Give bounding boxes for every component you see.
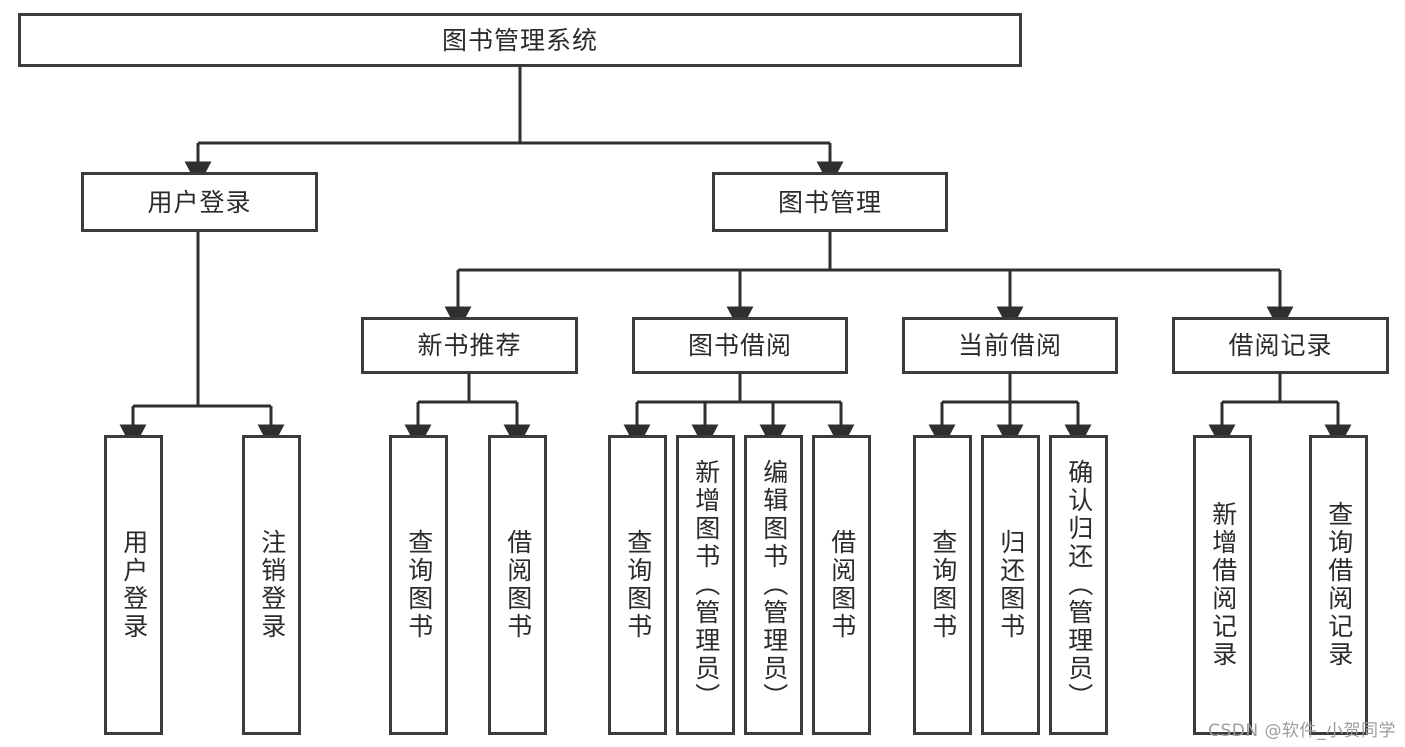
csdn-watermark: CSDN @软件_小贺同学 — [1208, 721, 1396, 741]
leaf-query-book-1-label: 查询图书 — [404, 529, 434, 641]
node-new-book-rec-label: 新书推荐 — [417, 331, 522, 360]
leaf-edit-book-label: 编辑图书（管理员） — [759, 459, 789, 711]
node-current-borrow[interactable]: 当前借阅 — [902, 317, 1118, 374]
leaf-add-record-label: 新增借阅记录 — [1208, 501, 1238, 669]
node-book-borrow-label: 图书借阅 — [687, 331, 792, 360]
leaf-confirm-return-label: 确认归还（管理员） — [1064, 459, 1094, 711]
node-book-manage-label: 图书管理 — [777, 187, 882, 217]
node-book-manage[interactable]: 图书管理 — [712, 172, 948, 232]
leaf-query-book-2-label: 查询图书 — [623, 529, 653, 641]
leaf-query-book-3-label: 查询图书 — [928, 529, 958, 641]
leaf-query-record-label: 查询借阅记录 — [1324, 501, 1354, 669]
leaf-return-book-label: 归还图书 — [996, 529, 1026, 641]
node-root[interactable]: 图书管理系统 — [18, 13, 1022, 67]
node-borrow-record[interactable]: 借阅记录 — [1172, 317, 1389, 374]
leaf-borrow-book-2[interactable]: 借阅图书 — [812, 435, 871, 735]
node-borrow-record-label: 借阅记录 — [1228, 331, 1333, 360]
leaf-edit-book[interactable]: 编辑图书（管理员） — [744, 435, 803, 735]
node-user-login-label: 用户登录 — [147, 187, 252, 217]
leaf-confirm-return[interactable]: 确认归还（管理员） — [1049, 435, 1108, 735]
leaf-query-book-2[interactable]: 查询图书 — [608, 435, 667, 735]
leaf-user-login[interactable]: 用户登录 — [104, 435, 163, 735]
node-new-book-rec[interactable]: 新书推荐 — [361, 317, 578, 374]
leaf-logout-label: 注销登录 — [257, 529, 287, 641]
node-user-login[interactable]: 用户登录 — [81, 172, 318, 232]
leaf-add-book[interactable]: 新增图书（管理员） — [676, 435, 735, 735]
node-root-label: 图书管理系统 — [441, 25, 598, 55]
node-book-borrow[interactable]: 图书借阅 — [632, 317, 848, 374]
node-current-borrow-label: 当前借阅 — [957, 331, 1062, 360]
leaf-query-record[interactable]: 查询借阅记录 — [1309, 435, 1368, 735]
leaf-borrow-book-2-label: 借阅图书 — [827, 529, 857, 641]
leaf-query-book-1[interactable]: 查询图书 — [389, 435, 448, 735]
leaf-borrow-book-1-label: 借阅图书 — [503, 529, 533, 641]
leaf-query-book-3[interactable]: 查询图书 — [913, 435, 972, 735]
leaf-add-book-label: 新增图书（管理员） — [691, 459, 721, 711]
leaf-return-book[interactable]: 归还图书 — [981, 435, 1040, 735]
leaf-user-login-label: 用户登录 — [119, 529, 149, 641]
leaf-logout[interactable]: 注销登录 — [242, 435, 301, 735]
leaf-borrow-book-1[interactable]: 借阅图书 — [488, 435, 547, 735]
leaf-add-record[interactable]: 新增借阅记录 — [1193, 435, 1252, 735]
